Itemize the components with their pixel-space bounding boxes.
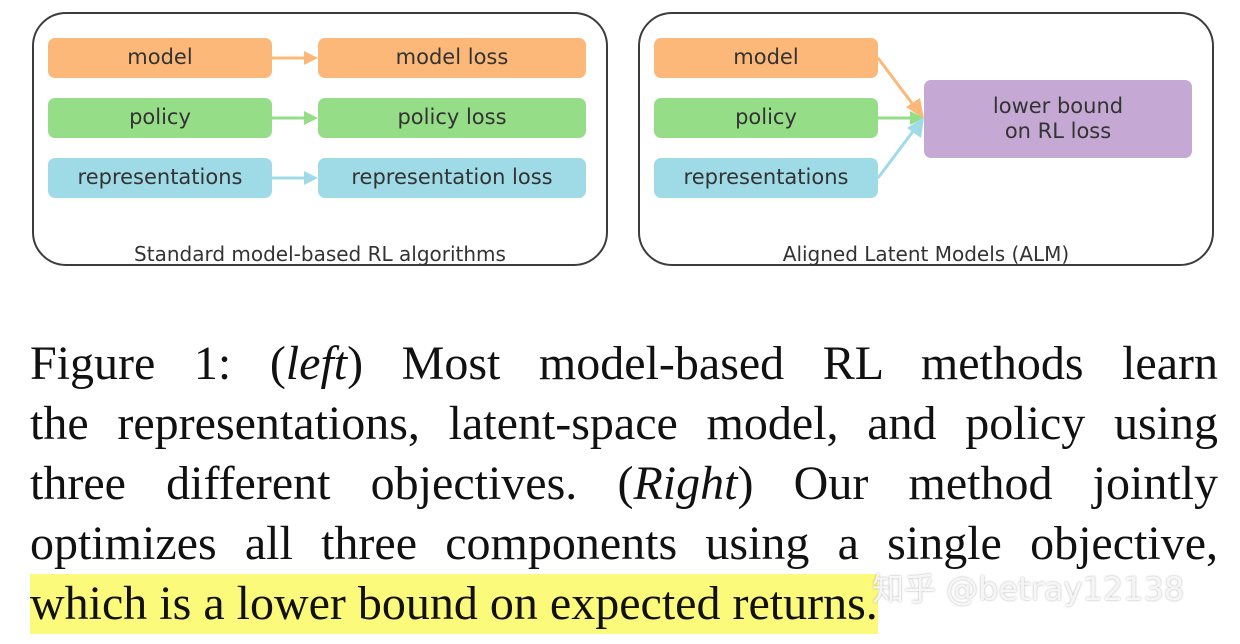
right-panel-caption: Aligned Latent Models (ALM) bbox=[782, 242, 1070, 266]
caption-line-1: Figure 1: (left) Most model-based RL met… bbox=[30, 337, 1219, 390]
policy-box: policy bbox=[48, 98, 272, 138]
representations-box: representations bbox=[48, 158, 272, 198]
right-word: Right bbox=[633, 457, 738, 510]
figure-label: Figure 1: bbox=[30, 337, 232, 390]
watermark: 知乎 @betray12138 bbox=[872, 570, 1185, 608]
lower-bound-line1: lower bound bbox=[992, 93, 1124, 118]
left-arrows bbox=[272, 51, 318, 185]
policy-box: policy bbox=[654, 98, 878, 138]
policy-arrow bbox=[878, 111, 924, 125]
left-word: left bbox=[285, 337, 348, 390]
left-panel-caption: Standard model-based RL algorithms bbox=[134, 242, 506, 266]
model-box: model bbox=[48, 38, 272, 78]
representations-arrow bbox=[876, 117, 924, 179]
model-loss-box: model loss bbox=[318, 38, 586, 78]
caption-line-2: the representations, latent-space model,… bbox=[30, 397, 1218, 450]
policy-arrow bbox=[272, 111, 318, 125]
lower-bound-line2: on RL loss bbox=[1004, 119, 1112, 143]
caption-line-5-highlighted: which is a lower bound on expected retur… bbox=[30, 574, 878, 634]
policy-loss-box: policy loss bbox=[318, 98, 586, 138]
representation-loss-box: representation loss bbox=[318, 158, 586, 198]
representations-box: representations bbox=[654, 158, 878, 198]
figure-caption: Figure 1: (left) Most model-based RL met… bbox=[30, 334, 1218, 634]
standard-rl-panel: model policy representations model loss … bbox=[32, 12, 608, 266]
model-arrow bbox=[876, 57, 924, 119]
lower-bound-box: lower bound on RL loss bbox=[924, 80, 1192, 158]
caption-line-3: three different objectives. (Right) Our … bbox=[30, 457, 1219, 510]
representations-arrow bbox=[272, 171, 318, 185]
model-box: model bbox=[654, 38, 878, 78]
alm-panel: model policy representations lower bound… bbox=[638, 12, 1214, 266]
right-arrows bbox=[876, 57, 924, 179]
caption-line-4: optimizes all three components using a s… bbox=[30, 517, 1218, 570]
model-arrow bbox=[272, 51, 318, 65]
